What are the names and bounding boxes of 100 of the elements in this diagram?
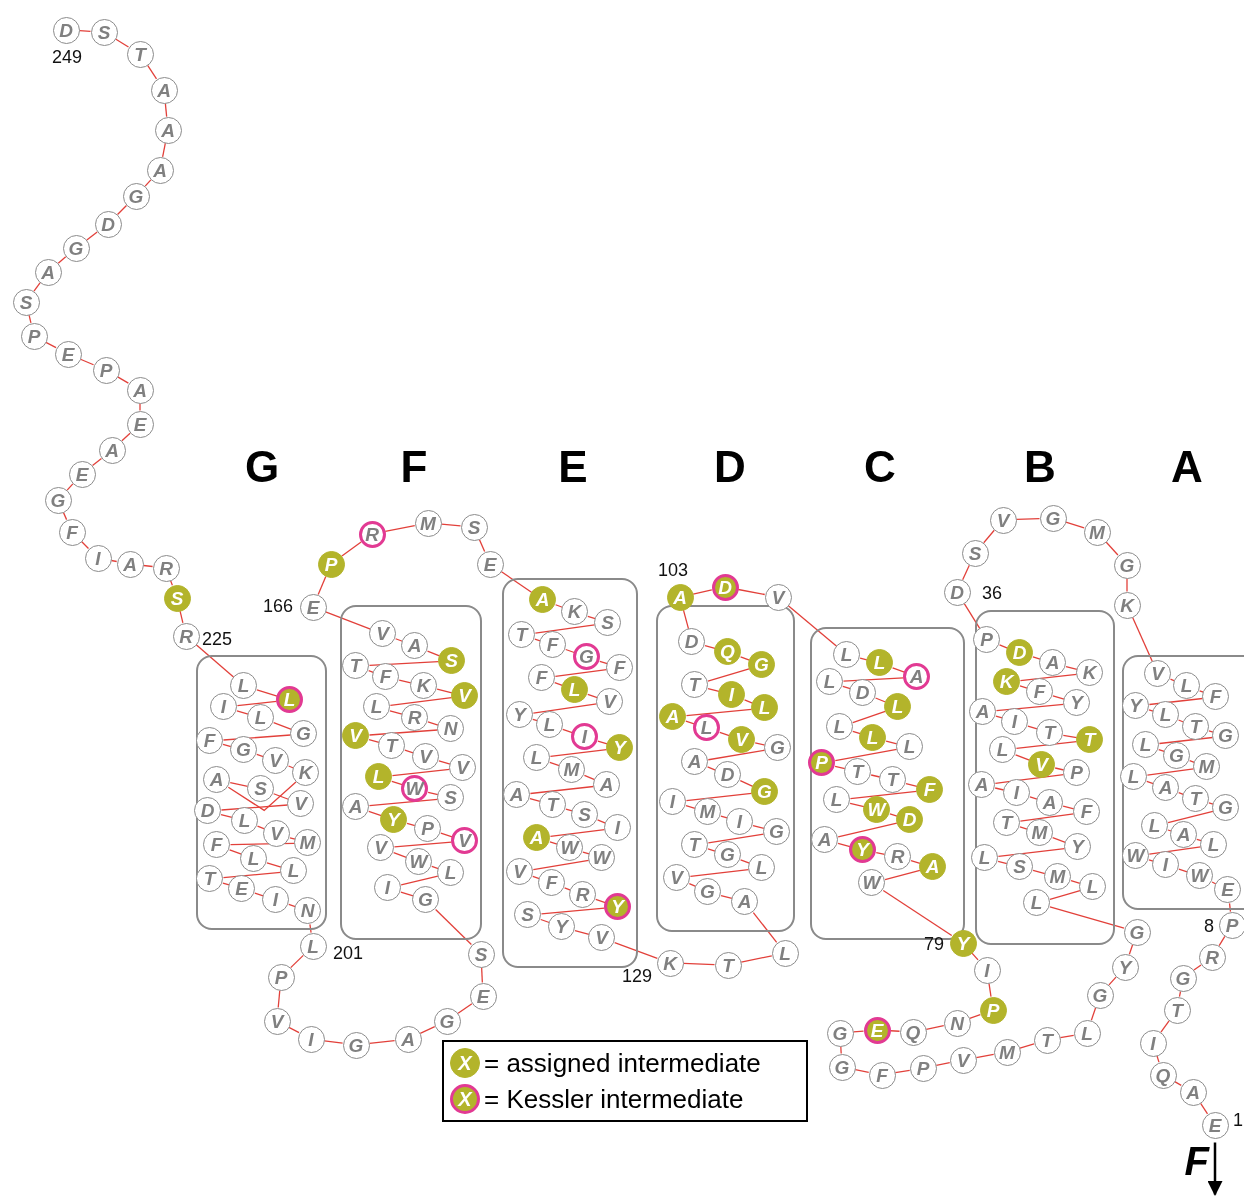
residue-letter: G [68,238,84,258]
residue-circle [126,410,154,438]
residue-circle [1064,833,1091,860]
residue-letter: V [670,868,683,887]
residue-letter: L [758,698,771,717]
connector-line [583,774,596,781]
residue-letter: V [735,730,748,749]
residue-circle [1028,751,1055,778]
residue-letter: L [568,680,581,699]
residue-circle [993,668,1020,695]
residue-circle [919,853,946,880]
residue-circle [1214,876,1241,903]
residue-number: 225 [202,630,232,648]
residue-circle [437,859,464,886]
residue-letter: G [236,740,251,759]
residue-circle [808,749,835,776]
edge-label: F [1184,1140,1209,1181]
residue-circle [1152,851,1179,878]
residue-circle [90,18,118,46]
residue-letter: T [515,625,528,644]
connector-line [1198,690,1205,693]
residue-letter: F [545,873,558,892]
residue-letter: L [1180,676,1193,695]
residue-circle [1123,918,1151,946]
connector-line [440,523,462,527]
residue-circle [726,808,753,835]
connector-line [614,942,658,959]
residue-circle [969,698,996,725]
connector-line [582,851,590,855]
residue-letter: V [1151,664,1164,683]
residue-letter: L [1030,893,1043,912]
connector-line [706,766,717,771]
connector-line [324,611,372,630]
residue-letter: A [348,797,363,816]
residue-letter: R [365,524,379,544]
connector-line [1032,869,1046,875]
residue-circle [267,963,295,991]
residue-letter: W [405,779,424,798]
residue-letter: T [203,869,216,888]
residue-circle [561,598,588,625]
residue-circle [903,663,930,690]
residue-circle [949,1046,977,1074]
residue-circle [210,693,237,720]
residue-circle [916,776,943,803]
connector-line [963,602,981,630]
residue-circle [262,886,289,913]
residue-circle [569,881,596,908]
residue-circle [433,1007,461,1035]
residue-circle [380,806,407,833]
connector-line [1105,541,1119,556]
residue-circle [1212,794,1239,821]
connector-line [1146,780,1154,785]
connector-line [273,793,289,800]
residue-letter: D [950,582,964,602]
connector-line [704,644,716,650]
residue-circle [84,544,112,572]
residue-letter: G [348,1035,364,1055]
residue-letter: I [272,890,279,909]
connector-line [1148,709,1154,712]
residue-letter: S [601,613,614,632]
connector-line [1019,673,1078,682]
residue-letter: L [307,936,319,956]
residue-letter: P [274,967,288,987]
connector-line [162,142,166,158]
connector-line [739,656,751,661]
residue-circle [694,798,721,825]
residue-letter: A [1158,778,1173,797]
connector-line [1070,880,1081,884]
residue-letter: K [663,953,677,973]
residue-letter: P [27,326,41,346]
residue-circle [844,758,871,785]
residue-circle [476,550,504,578]
residue-circle [714,951,742,979]
residue-circle [1073,798,1100,825]
residue-letter: L [866,728,879,747]
residue-circle [367,834,394,861]
residue-circle [943,1009,971,1037]
residue-circle [973,626,1000,653]
connector-line [1208,730,1214,733]
residue-circle [1113,591,1141,619]
connector-line [1059,1034,1075,1039]
helix-box [656,605,795,932]
residue-number: 36 [982,584,1002,602]
helix-box [340,605,482,940]
residue-letter: A [665,707,680,726]
residue-circle [152,554,180,582]
residue-letter: G [770,738,785,757]
connector-line [110,559,118,563]
residue-circle [973,956,1001,984]
connector-line [368,810,382,817]
connector-line [540,907,606,915]
residue-letter: P [1070,763,1083,782]
residue-circle [514,901,541,928]
connector-line [1178,792,1184,795]
residue-circle [1039,504,1067,532]
connector-line [743,699,754,704]
residue-letter: G [1092,985,1108,1005]
residue-circle [20,322,48,350]
residue-letter: T [134,44,146,64]
connector-line [139,402,141,412]
